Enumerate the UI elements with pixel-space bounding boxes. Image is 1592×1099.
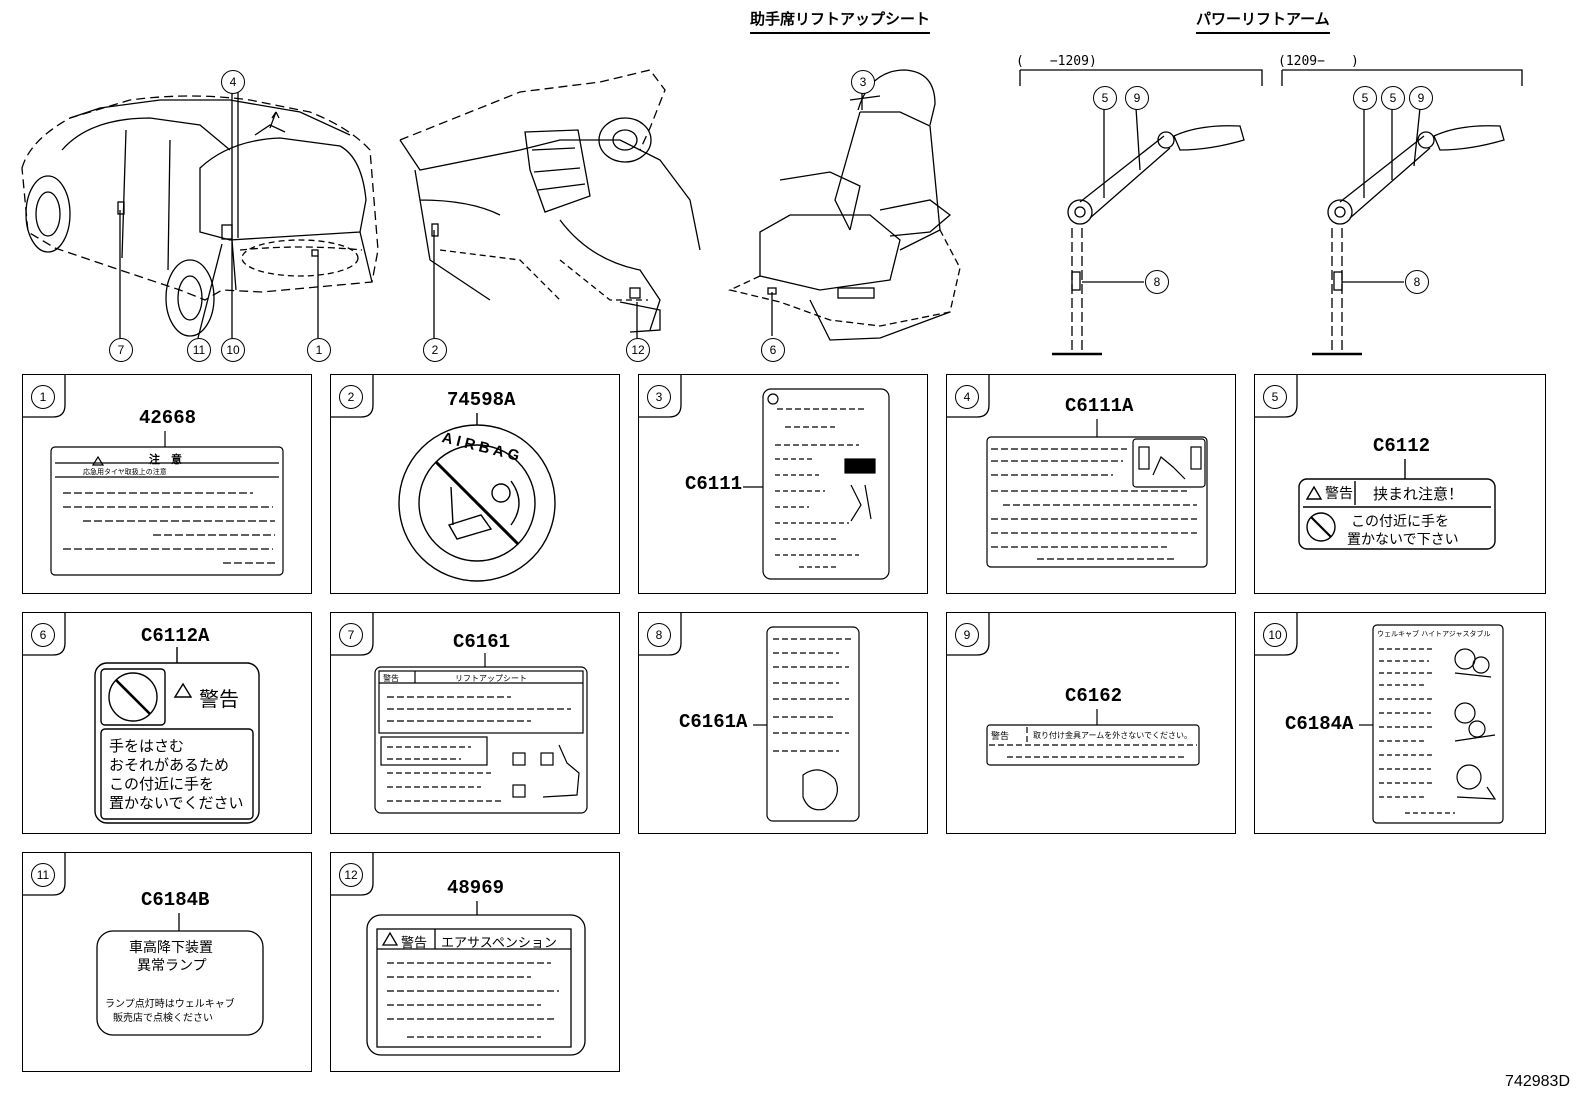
callout-11: 11 [187, 338, 211, 362]
seat-illustration [728, 69, 961, 341]
callout-1: 1 [307, 338, 331, 362]
top-illustrations [21, 69, 1523, 356]
panel-2: 2 74598A AIRBAG [330, 374, 620, 594]
label-c6112a-line2: おそれがあるため [109, 756, 230, 774]
panel-5-part-number: C6112 [1373, 435, 1431, 457]
label-42668-title: 注 意 [149, 453, 182, 466]
panel-3-number: 3 [647, 385, 671, 409]
label-c6112-warn: 警告 [1325, 486, 1353, 502]
panel-2-part-number: 74598A [447, 389, 516, 411]
panel-10: 10 C6184A ウェルキャブ ハイトアジャスタブル [1254, 612, 1546, 834]
label-c6184b-line2: 異常ランプ [137, 958, 207, 974]
callout-9-left: 9 [1125, 86, 1149, 110]
panel-7-number: 7 [339, 623, 363, 647]
panel-8-number: 8 [647, 623, 671, 647]
panel-12-number: 12 [339, 863, 363, 887]
section-title-seat: 助手席リフトアップシート [750, 8, 931, 34]
callout-8-right: 8 [1405, 270, 1429, 294]
callout-10: 10 [221, 338, 245, 362]
panel-6-number: 6 [31, 623, 55, 647]
label-c6162-text: 取り付け金具アームを外さないでください。 [1033, 731, 1193, 740]
panel-9-part-number: C6162 [1065, 685, 1123, 707]
panel-1-number: 1 [31, 385, 55, 409]
callout-12: 12 [626, 338, 650, 362]
panel-1-part-number: 42668 [139, 407, 197, 429]
panel-11-part-number: C6184B [141, 889, 210, 911]
callout-3: 3 [851, 70, 875, 94]
range-label-right: (1209− ) [1278, 54, 1359, 69]
panel-4: 4 C6111A [946, 374, 1236, 594]
lift-arm-right-illustration [1312, 125, 1505, 356]
section-title-arm: パワーリフトアーム [1196, 8, 1330, 34]
panel-4-part-number: C6111A [1065, 395, 1134, 417]
label-c6112-line1: この付近に手を [1351, 514, 1449, 530]
callout-5-right-b: 5 [1381, 86, 1405, 110]
lift-arm-left-illustration [1052, 125, 1245, 356]
label-c6112a-warn: 警告 [199, 687, 239, 711]
callout-8-left: 8 [1145, 270, 1169, 294]
panel-10-number: 10 [1263, 623, 1287, 647]
panel-11: 11 C6184B 車高降下装置 異常ランプ ランプ点灯時はウェルキャブ 販売店… [22, 852, 312, 1072]
panel-6-part-number: C6112A [141, 625, 210, 647]
label-c6161-warn: 警告 [383, 674, 399, 683]
panel-11-number: 11 [31, 863, 55, 887]
label-48969-warn: 警告 [401, 936, 428, 951]
callout-7: 7 [109, 338, 133, 362]
diagram-id: 742983D [1505, 1073, 1570, 1090]
vehicle-rear-illustration [21, 95, 379, 337]
panel-7: 7 C6161 警告 リフトアップシート [330, 612, 620, 834]
label-c6184b-line1: 車高降下装置 [129, 940, 213, 956]
label-c6162-warn: 警告 [991, 732, 1010, 742]
panel-8-part-number: C6161A [679, 711, 748, 733]
label-c6184b-line3: ランプ点灯時はウェルキャブ [105, 999, 235, 1010]
panel-2-number: 2 [339, 385, 363, 409]
panel-12: 12 48969 警告 エアサスペンション [330, 852, 620, 1072]
label-42668-subtitle: 応急用タイヤ取扱上の注意 [83, 468, 167, 476]
range-label-left: ( −1209) [1016, 54, 1097, 69]
label-c6112a-line4: 置かないでください [109, 794, 244, 812]
panel-1: 1 42668 注 意 応急用タイヤ取扱上の注意 [22, 374, 312, 594]
panel-3-part-number: C6111 [685, 473, 743, 495]
callout-5-right-a: 5 [1353, 86, 1377, 110]
callout-5-left: 5 [1093, 86, 1117, 110]
panel-5: 5 C6112 警告 挟まれ注意！ この付近に手を 置かないで下さい [1254, 374, 1546, 594]
panel-7-part-number: C6161 [453, 631, 511, 653]
callout-9-right: 9 [1409, 86, 1433, 110]
label-c6184b-line4: 販売店で点検ください [113, 1013, 213, 1024]
dashboard-illustration [399, 69, 701, 333]
panel-6: 6 C6112A 警告 手をはさむ おそれがあるため この付近に手を 置かないで… [22, 612, 312, 834]
panel-5-number: 5 [1263, 385, 1287, 409]
callout-6: 6 [761, 338, 785, 362]
label-c6161-head: リフトアップシート [455, 674, 527, 683]
panel-9-number: 9 [955, 623, 979, 647]
panel-8: 8 C6161A [638, 612, 928, 834]
panel-10-part-number: C6184A [1285, 713, 1354, 735]
callout-2: 2 [423, 338, 447, 362]
label-c6112a-line1: 手をはさむ [109, 737, 185, 755]
panel-12-part-number: 48969 [447, 877, 505, 899]
label-48969-head: エアサスペンション [441, 936, 557, 951]
callout-4: 4 [221, 70, 245, 94]
label-c6112-head: 挟まれ注意！ [1373, 485, 1464, 503]
panel-4-number: 4 [955, 385, 979, 409]
label-c6184a-head: ウェルキャブ ハイトアジャスタブル [1377, 630, 1491, 638]
label-c6112a-line3: この付近に手を [109, 775, 215, 793]
panel-3: 3 C6111 [638, 374, 928, 594]
panel-9: 9 C6162 警告 取り付け金具アームを外さないでください。 [946, 612, 1236, 834]
label-c6112-line2: 置かないで下さい [1347, 532, 1459, 548]
